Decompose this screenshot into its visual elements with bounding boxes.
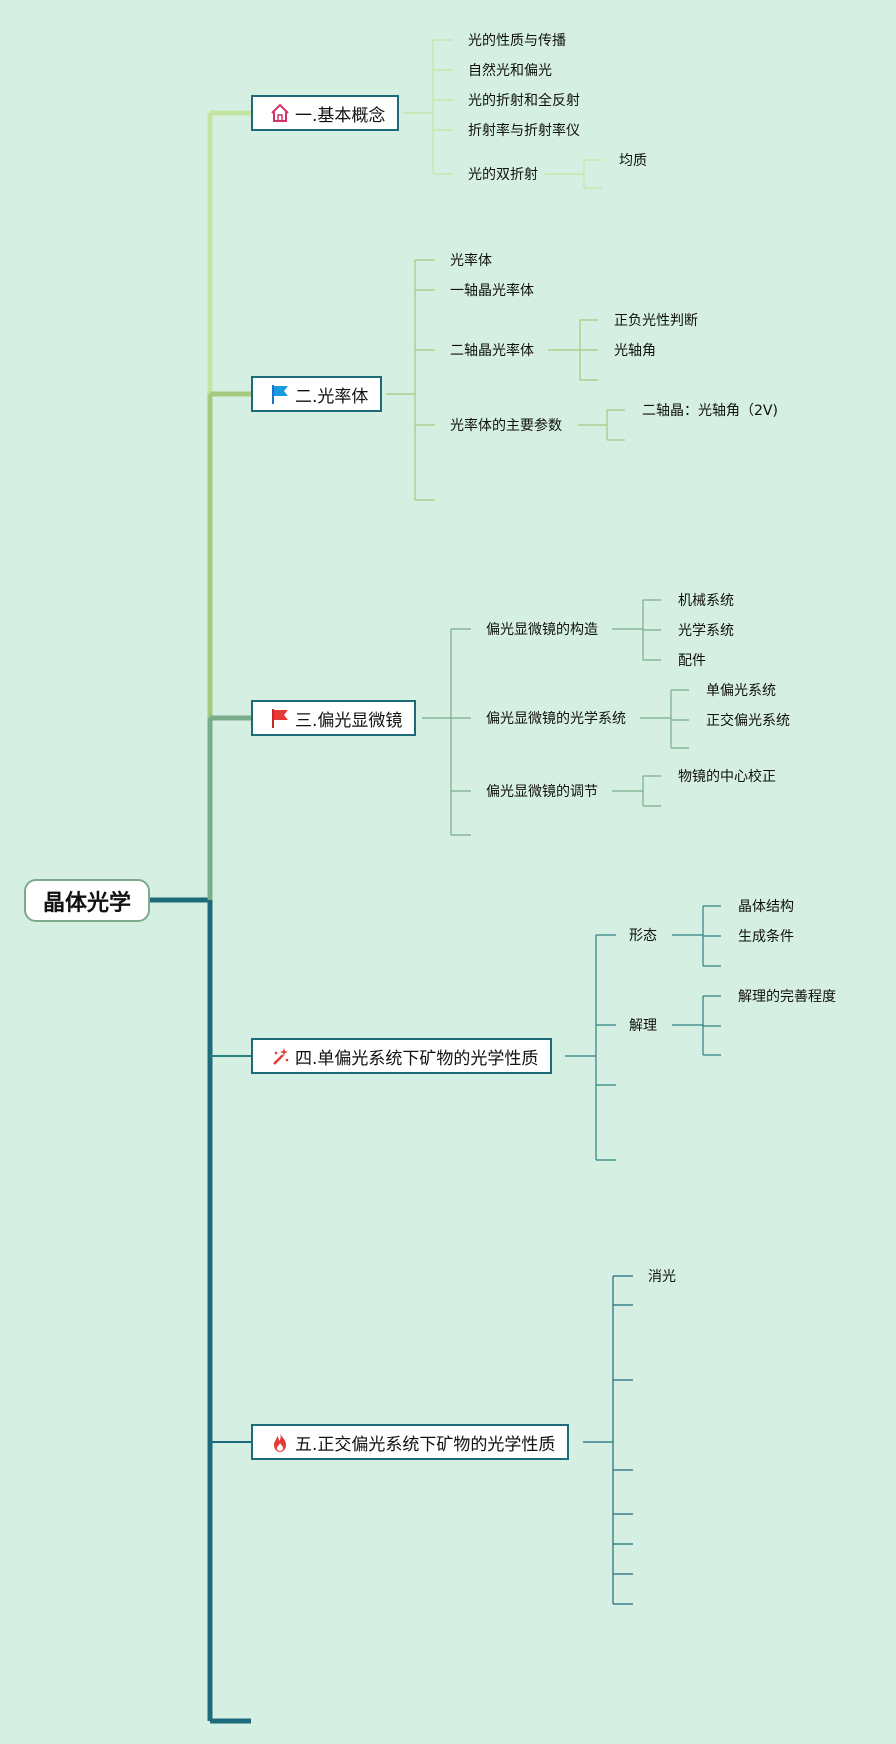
node-microscope-structure[interactable]: 偏光显微镜的构造 — [486, 622, 598, 638]
fire-icon — [269, 1431, 291, 1453]
node-indicatrix[interactable]: 光率体 — [450, 253, 492, 269]
sparkle-wand-icon — [269, 1045, 291, 1067]
node-crystal-structure[interactable]: 晶体结构 — [738, 899, 794, 915]
node-microscope-adjustment[interactable]: 偏光显微镜的调节 — [486, 784, 598, 800]
node-objective-centering[interactable]: 物镜的中心校正 — [678, 769, 776, 785]
node-birefringence[interactable]: 光的双折射 — [468, 167, 538, 183]
node-cleavage-perfection[interactable]: 解理的完善程度 — [738, 989, 836, 1005]
node-accessories[interactable]: 配件 — [678, 653, 706, 669]
node-refractive-index[interactable]: 折射率与折射率仪 — [468, 123, 580, 139]
topic-single-polarizer[interactable]: 四.单偏光系统下矿物的光学性质 — [251, 1038, 553, 1074]
root-topic[interactable]: 晶体光学 — [24, 879, 150, 922]
node-microscope-optics[interactable]: 偏光显微镜的光学系统 — [486, 711, 626, 727]
red-flag-icon — [269, 707, 291, 729]
home-icon — [269, 102, 291, 124]
topic-basic-concepts[interactable]: 一.基本概念 — [251, 95, 400, 131]
node-mechanical-system[interactable]: 机械系统 — [678, 593, 734, 609]
node-cleavage[interactable]: 解理 — [629, 1018, 657, 1034]
node-indicatrix-parameters[interactable]: 光率体的主要参数 — [450, 418, 562, 434]
node-optical-system[interactable]: 光学系统 — [678, 623, 734, 639]
node-refraction-total-reflection[interactable]: 光的折射和全反射 — [468, 93, 580, 109]
node-light-nature[interactable]: 光的性质与传播 — [468, 33, 566, 49]
node-uniaxial-indicatrix[interactable]: 一轴晶光率体 — [450, 283, 534, 299]
node-optic-axial-angle[interactable]: 光轴角 — [614, 343, 656, 359]
node-crossed-polarizer-system[interactable]: 正交偏光系统 — [706, 713, 790, 729]
node-natural-polarized-light[interactable]: 自然光和偏光 — [468, 63, 552, 79]
topic-polarizing-microscope[interactable]: 三.偏光显微镜 — [251, 700, 417, 736]
blue-flag-icon — [269, 383, 291, 405]
topic-indicatrix[interactable]: 二.光率体 — [251, 376, 383, 412]
node-biaxial-indicatrix[interactable]: 二轴晶光率体 — [450, 343, 534, 359]
node-optic-sign[interactable]: 正负光性判断 — [614, 313, 698, 329]
node-biaxial-2v[interactable]: 二轴晶：光轴角（2V) — [642, 403, 778, 419]
node-isotropic[interactable]: 均质 — [619, 153, 647, 169]
node-extinction[interactable]: 消光 — [648, 1269, 676, 1285]
topic-crossed-polarizer[interactable]: 五.正交偏光系统下矿物的光学性质 — [251, 1424, 570, 1460]
node-morphology[interactable]: 形态 — [629, 928, 657, 944]
node-single-polarizer-system[interactable]: 单偏光系统 — [706, 683, 776, 699]
node-formation-conditions[interactable]: 生成条件 — [738, 929, 794, 945]
